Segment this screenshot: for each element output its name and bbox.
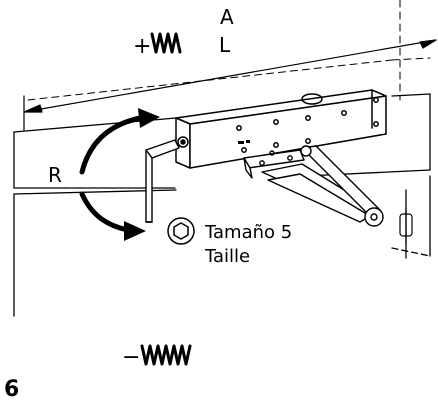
label-r: R: [48, 163, 62, 187]
spring-decrease-icon: [140, 344, 192, 366]
size-label-line1: Tamaño 5: [204, 222, 292, 243]
minus-sign: −: [122, 345, 140, 370]
plus-sign: +: [133, 34, 151, 59]
label-l: L: [219, 33, 231, 57]
frame-hidden-lines: [27, 0, 431, 101]
label-a: A: [220, 5, 234, 29]
dimension-line-l: [23, 39, 437, 131]
size-label-line2: Taille: [204, 246, 250, 267]
step-number: 6: [4, 377, 19, 402]
spring-increase-icon: [150, 32, 182, 54]
hex-socket-icon: [167, 217, 195, 245]
closer-body: [175, 89, 387, 169]
hex-key-icon: [145, 139, 180, 223]
hinge-icon: [399, 207, 413, 245]
closer-arm: [243, 145, 384, 227]
curved-arrow-icon: [79, 108, 160, 241]
